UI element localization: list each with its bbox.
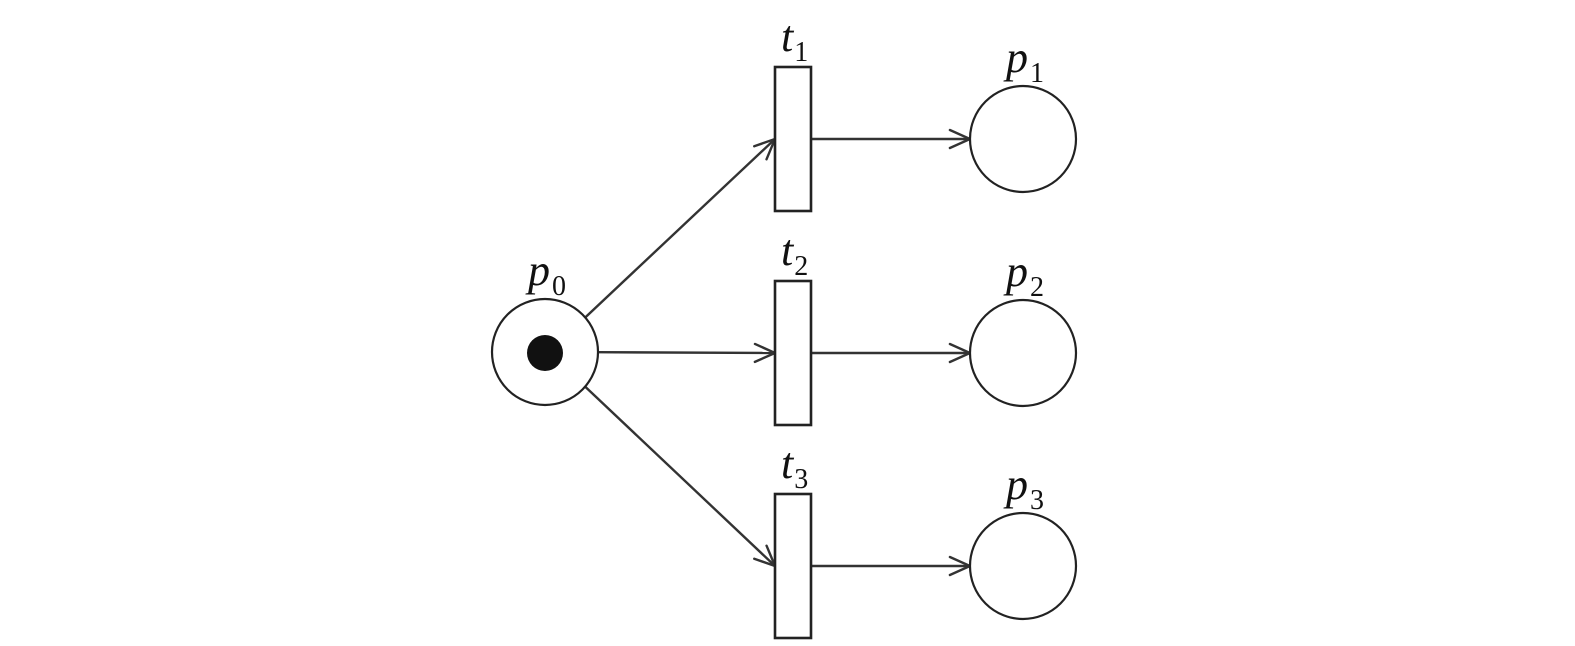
place-label-letter: p bbox=[1003, 247, 1028, 296]
place-label-p2: p2 bbox=[1003, 247, 1044, 303]
arc-line bbox=[584, 385, 776, 567]
place-label-subscript: 2 bbox=[1030, 272, 1044, 303]
place-p1 bbox=[968, 84, 1078, 194]
transition-label-subscript: 2 bbox=[794, 251, 808, 282]
transition-label-letter: t bbox=[781, 12, 795, 61]
place-label-p1: p1 bbox=[1003, 33, 1044, 89]
transition-t2 bbox=[773, 279, 813, 427]
place-label-letter: p bbox=[1003, 33, 1028, 82]
place-label-p3: p3 bbox=[1003, 460, 1044, 516]
transition-bar bbox=[773, 279, 813, 427]
place-label-subscript: 0 bbox=[552, 271, 566, 302]
place-circle bbox=[968, 511, 1078, 621]
arc-t2-p2 bbox=[811, 342, 973, 364]
transition-label-letter: t bbox=[781, 439, 795, 488]
place-label-subscript: 3 bbox=[1030, 485, 1044, 516]
arcs-layer bbox=[584, 128, 973, 577]
transition-label-t2: t2 bbox=[781, 226, 808, 282]
transition-t1 bbox=[773, 65, 813, 213]
token-dot bbox=[527, 335, 563, 371]
nodes-layer bbox=[490, 65, 1078, 640]
place-label-letter: p bbox=[1003, 460, 1028, 509]
transition-bar bbox=[773, 65, 813, 213]
place-p0 bbox=[490, 297, 600, 407]
place-p3 bbox=[968, 511, 1078, 621]
transition-label-subscript: 3 bbox=[794, 464, 808, 495]
transition-t3 bbox=[773, 492, 813, 640]
arc-t1-p1 bbox=[811, 128, 973, 150]
arc-line bbox=[584, 138, 776, 319]
place-label-p0: p0 bbox=[525, 246, 566, 302]
transition-label-t3: t3 bbox=[781, 439, 808, 495]
transition-label-letter: t bbox=[781, 226, 795, 275]
transition-bar bbox=[773, 492, 813, 640]
place-label-letter: p bbox=[525, 246, 550, 295]
arc-t3-p3 bbox=[811, 555, 973, 577]
transition-label-subscript: 1 bbox=[794, 37, 808, 68]
place-p2 bbox=[968, 298, 1078, 408]
arc-line bbox=[597, 351, 776, 355]
arc-p0-t3 bbox=[584, 385, 778, 569]
arc-p0-t2 bbox=[597, 342, 778, 364]
place-label-subscript: 1 bbox=[1030, 58, 1044, 89]
place-circle bbox=[968, 84, 1078, 194]
transition-label-t1: t1 bbox=[781, 12, 808, 68]
place-circle bbox=[968, 298, 1078, 408]
arc-p0-t1 bbox=[584, 136, 778, 319]
